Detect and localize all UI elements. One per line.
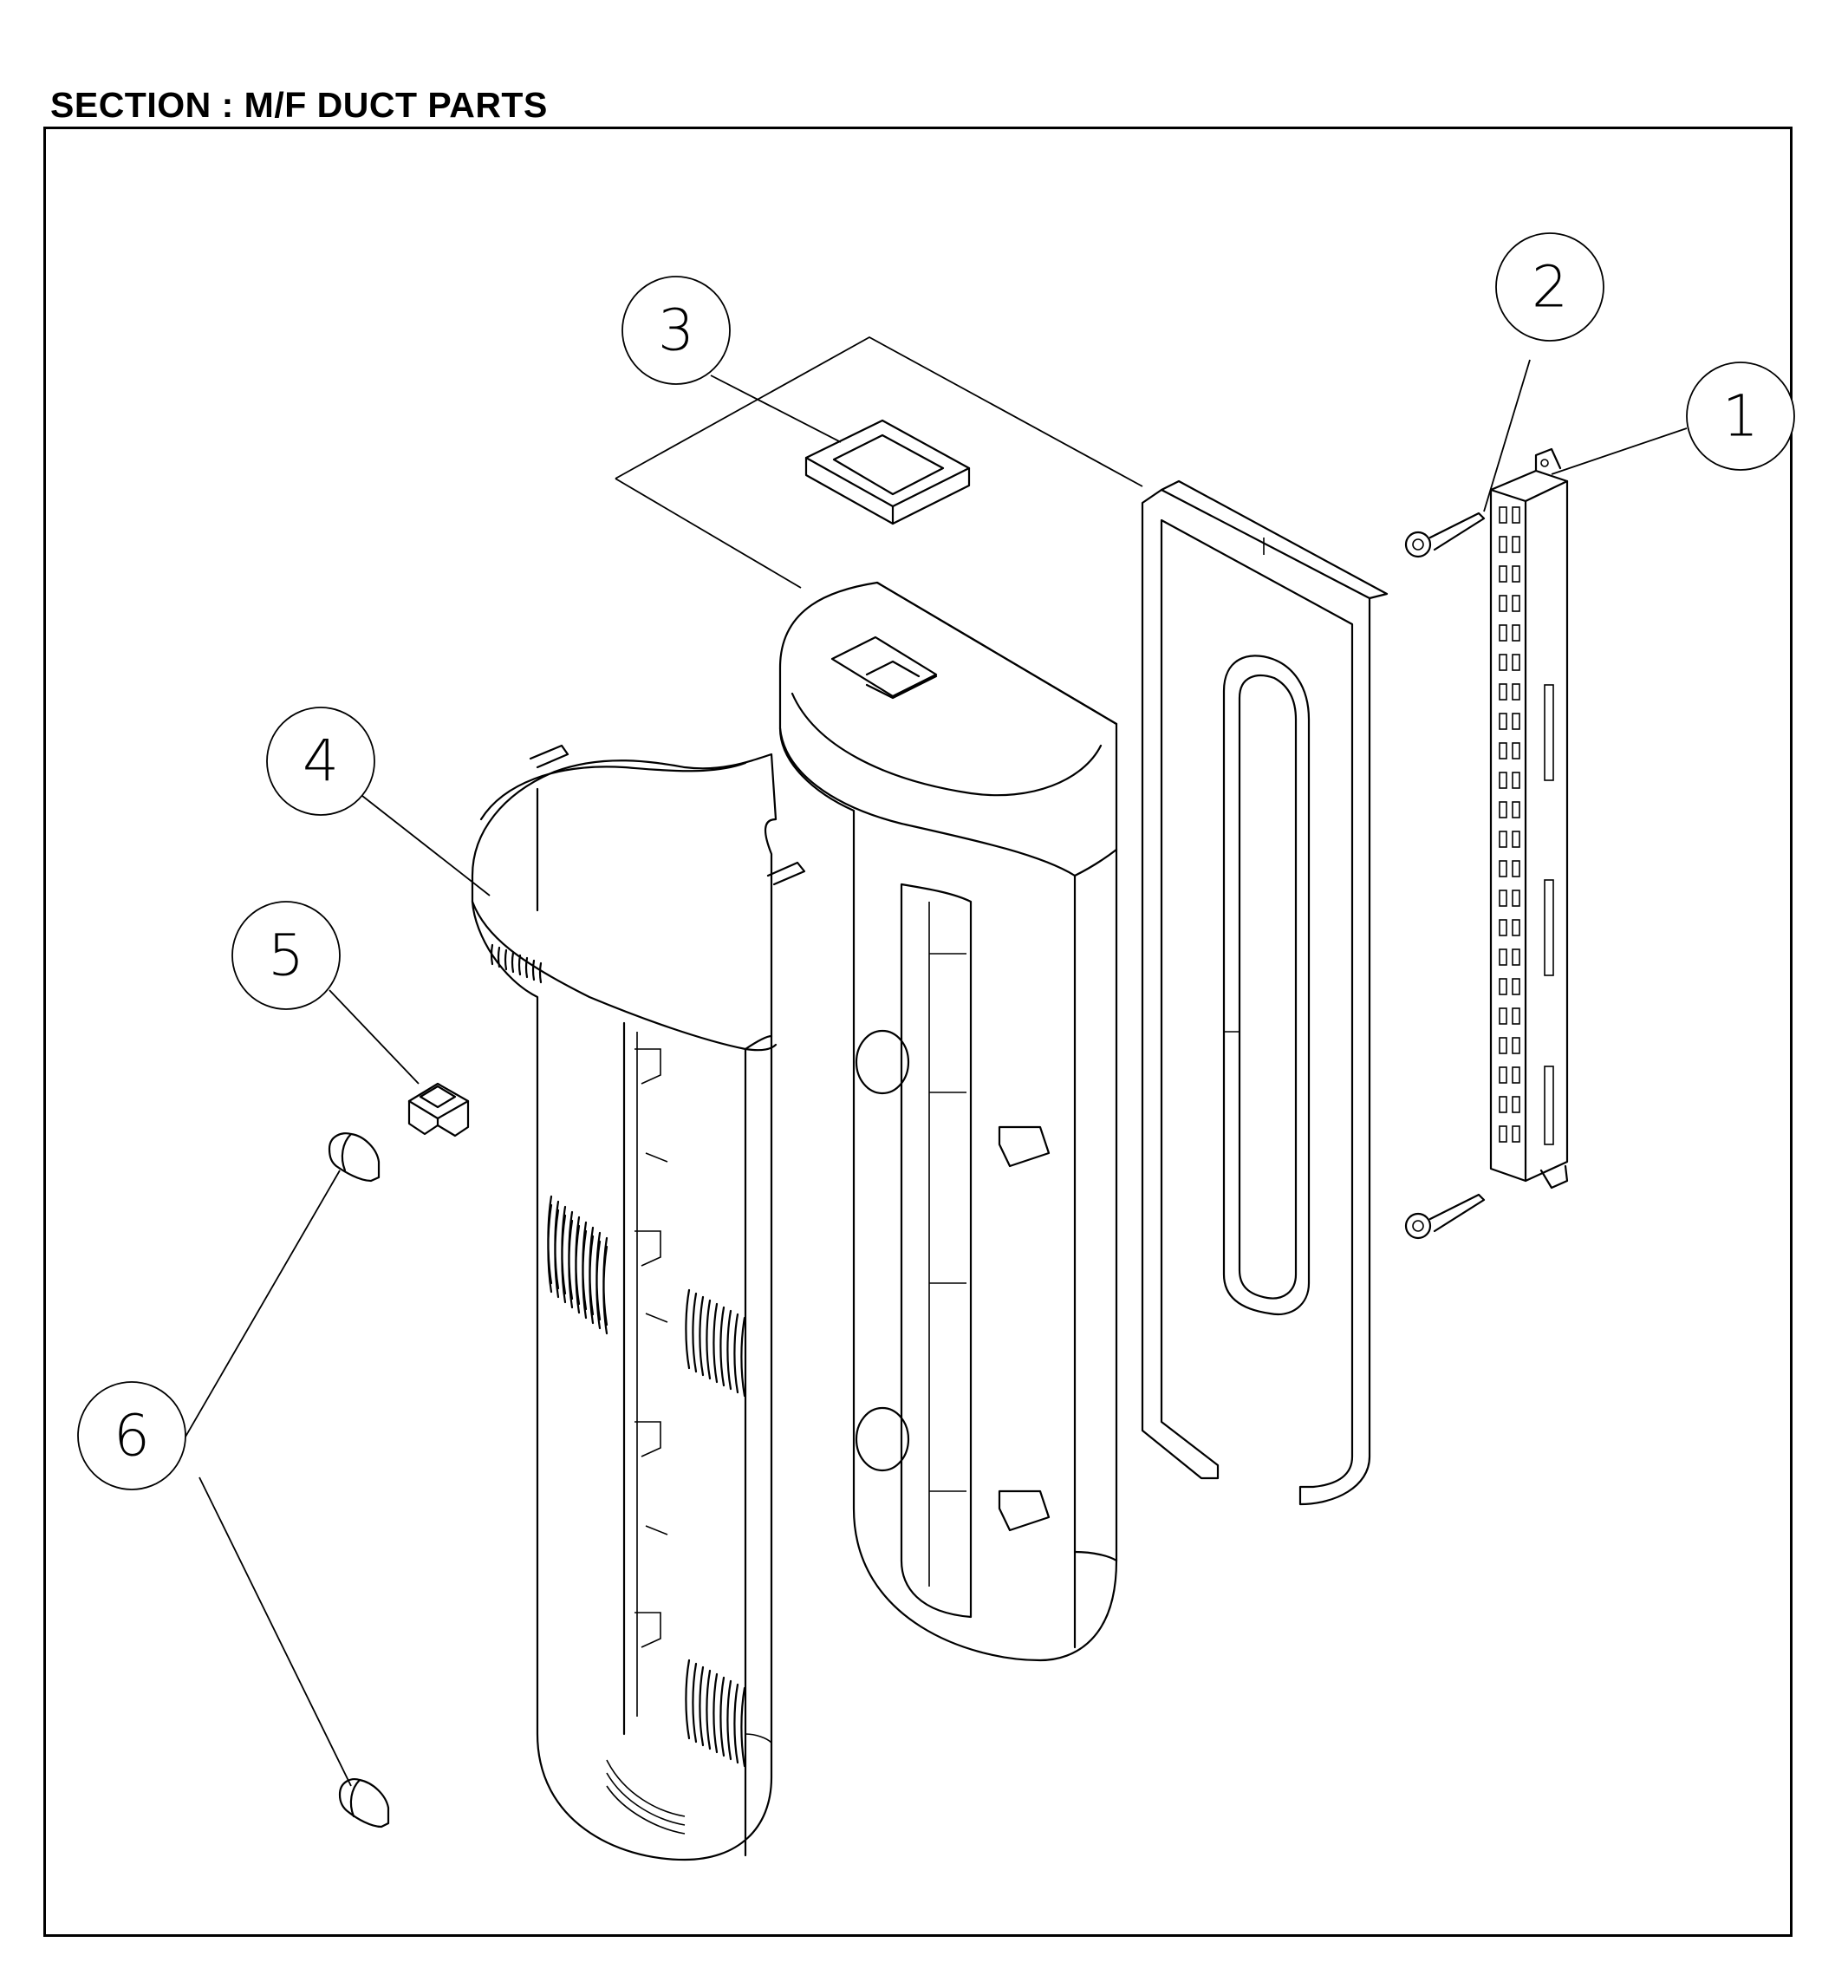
svg-text:4: 4 [303, 728, 339, 795]
svg-text:6: 6 [114, 1403, 150, 1470]
callout-1: 1 [1686, 362, 1795, 471]
duct-gasket [1141, 479, 1389, 1506]
part-3-seal-pad [804, 419, 971, 525]
part-2-screw-bottom [1404, 1193, 1486, 1240]
section-title: SECTION : M/F DUCT PARTS [50, 85, 548, 125]
part-6-cap-top [328, 1132, 381, 1183]
callout-4: 4 [266, 707, 375, 816]
svg-text:1: 1 [1722, 383, 1759, 450]
svg-text:3: 3 [658, 297, 694, 364]
guide-line-left [615, 478, 802, 589]
svg-text:5: 5 [268, 922, 304, 989]
part-5-clip [407, 1082, 470, 1137]
part-1-bracket [1489, 447, 1569, 1190]
diagram-frame [43, 127, 1793, 1937]
part-4-front-duct-cover [471, 744, 806, 1861]
guide-line-top [615, 336, 1143, 487]
callout-6: 6 [77, 1381, 186, 1490]
callout-2: 2 [1495, 232, 1604, 342]
leader-lines [181, 359, 1688, 1787]
callout-3: 3 [621, 276, 731, 385]
callout-5: 5 [231, 901, 341, 1010]
part-6-cap-bottom [338, 1778, 390, 1828]
rear-duct [778, 581, 1118, 1662]
svg-text:2: 2 [1532, 254, 1568, 321]
part-2-screw-top [1404, 512, 1486, 558]
